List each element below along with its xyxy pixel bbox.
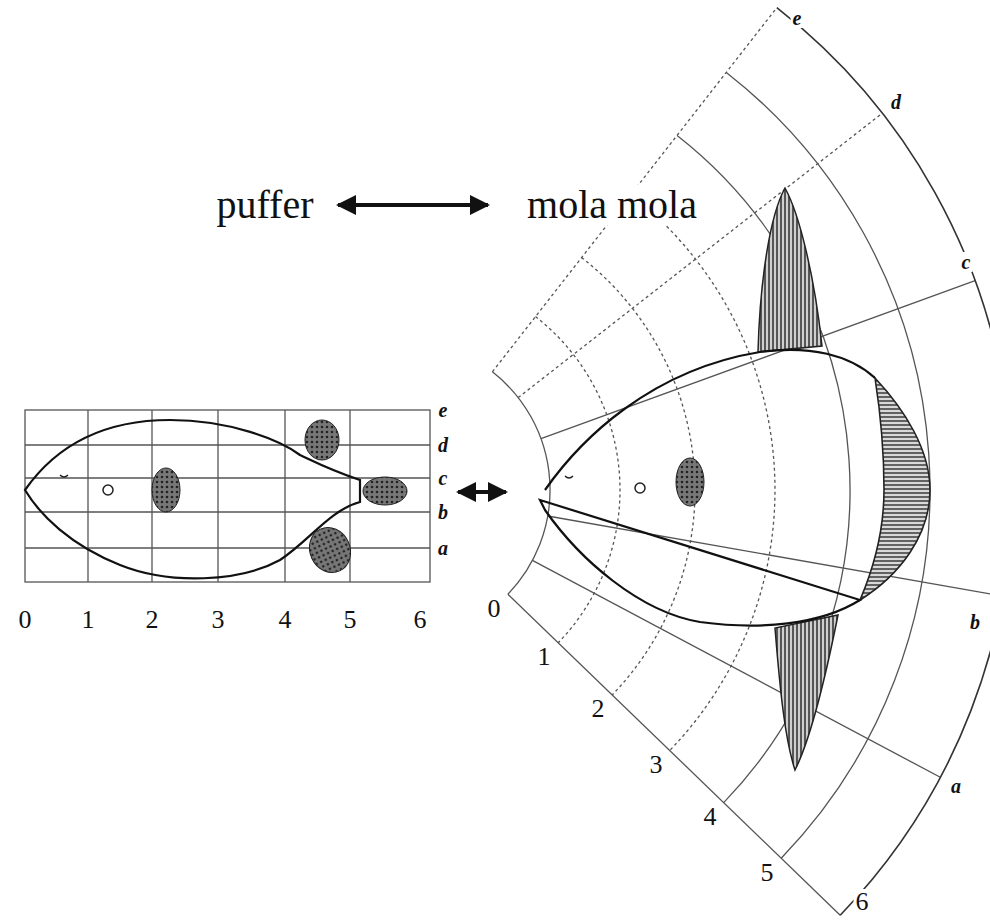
grid-arc-number: 5 [759,860,776,886]
pectoral-fin [676,458,704,506]
anal-fin [302,521,358,580]
dorsal-fin [758,188,822,352]
grid-column-number: 2 [144,607,161,633]
tail-fin [363,477,407,505]
grid-column-number: 0 [17,607,34,633]
grid-ray [532,560,940,777]
fish-mouth-mark [60,475,68,477]
cartesian-grid [25,410,430,582]
grid-arc-number: 4 [702,804,719,830]
grid-arc [677,135,850,802]
grid-line [217,410,218,582]
grid-arc [777,8,990,916]
grid-arc-number: 1 [536,644,553,670]
grid-arc [536,317,620,643]
tail-crescent [860,378,930,600]
fish-outline [540,350,875,626]
grid-column-number: 3 [210,607,227,633]
anal-fin [775,615,838,770]
mola-fish [540,188,930,770]
grid-ray-letter: d [889,92,903,112]
grid-arc [492,372,550,594]
fish-name: mola mola [525,185,699,225]
grid-arc-number: 2 [590,696,607,722]
grid-arc-number: 3 [648,752,665,778]
fish-name: puffer [215,185,316,225]
grid-ray [541,281,975,439]
double-arrow [458,490,506,494]
dorsal-fin [305,420,339,460]
grid-column-number: 1 [80,607,97,633]
grid-border [25,410,430,582]
grid-ray-letter: c [960,252,973,272]
grid-arc-number: 6 [854,889,871,915]
grid-column-number: 6 [412,607,429,633]
grid-line [25,444,430,445]
grid-column-number: 5 [342,607,359,633]
grid-arc [726,72,930,858]
grid-ray-letter: a [949,776,963,796]
polar-grid [492,8,990,916]
grid-arc-number: 0 [486,596,503,622]
grid-row-letter: d [436,435,450,455]
grid-line [25,511,430,512]
double-arrow [338,203,488,207]
grid-row-letter: b [436,502,450,522]
grid-column-number: 4 [277,607,294,633]
grid-row-letter: e [437,400,450,420]
pectoral-fin [152,468,180,512]
grid-ray [492,8,776,372]
grid-ray-letter: b [968,612,982,632]
grid-row-letter: c [437,468,450,488]
grid-arc [631,195,775,751]
grid-row-letter: a [436,538,450,558]
fish-outline [25,420,360,578]
grid-ray-letter: e [791,8,804,28]
puffer-fish [25,420,407,579]
fish-eye [635,483,645,493]
fish-eye [103,485,113,495]
grid-line [25,477,430,478]
fish-mouth-mark [565,476,573,478]
